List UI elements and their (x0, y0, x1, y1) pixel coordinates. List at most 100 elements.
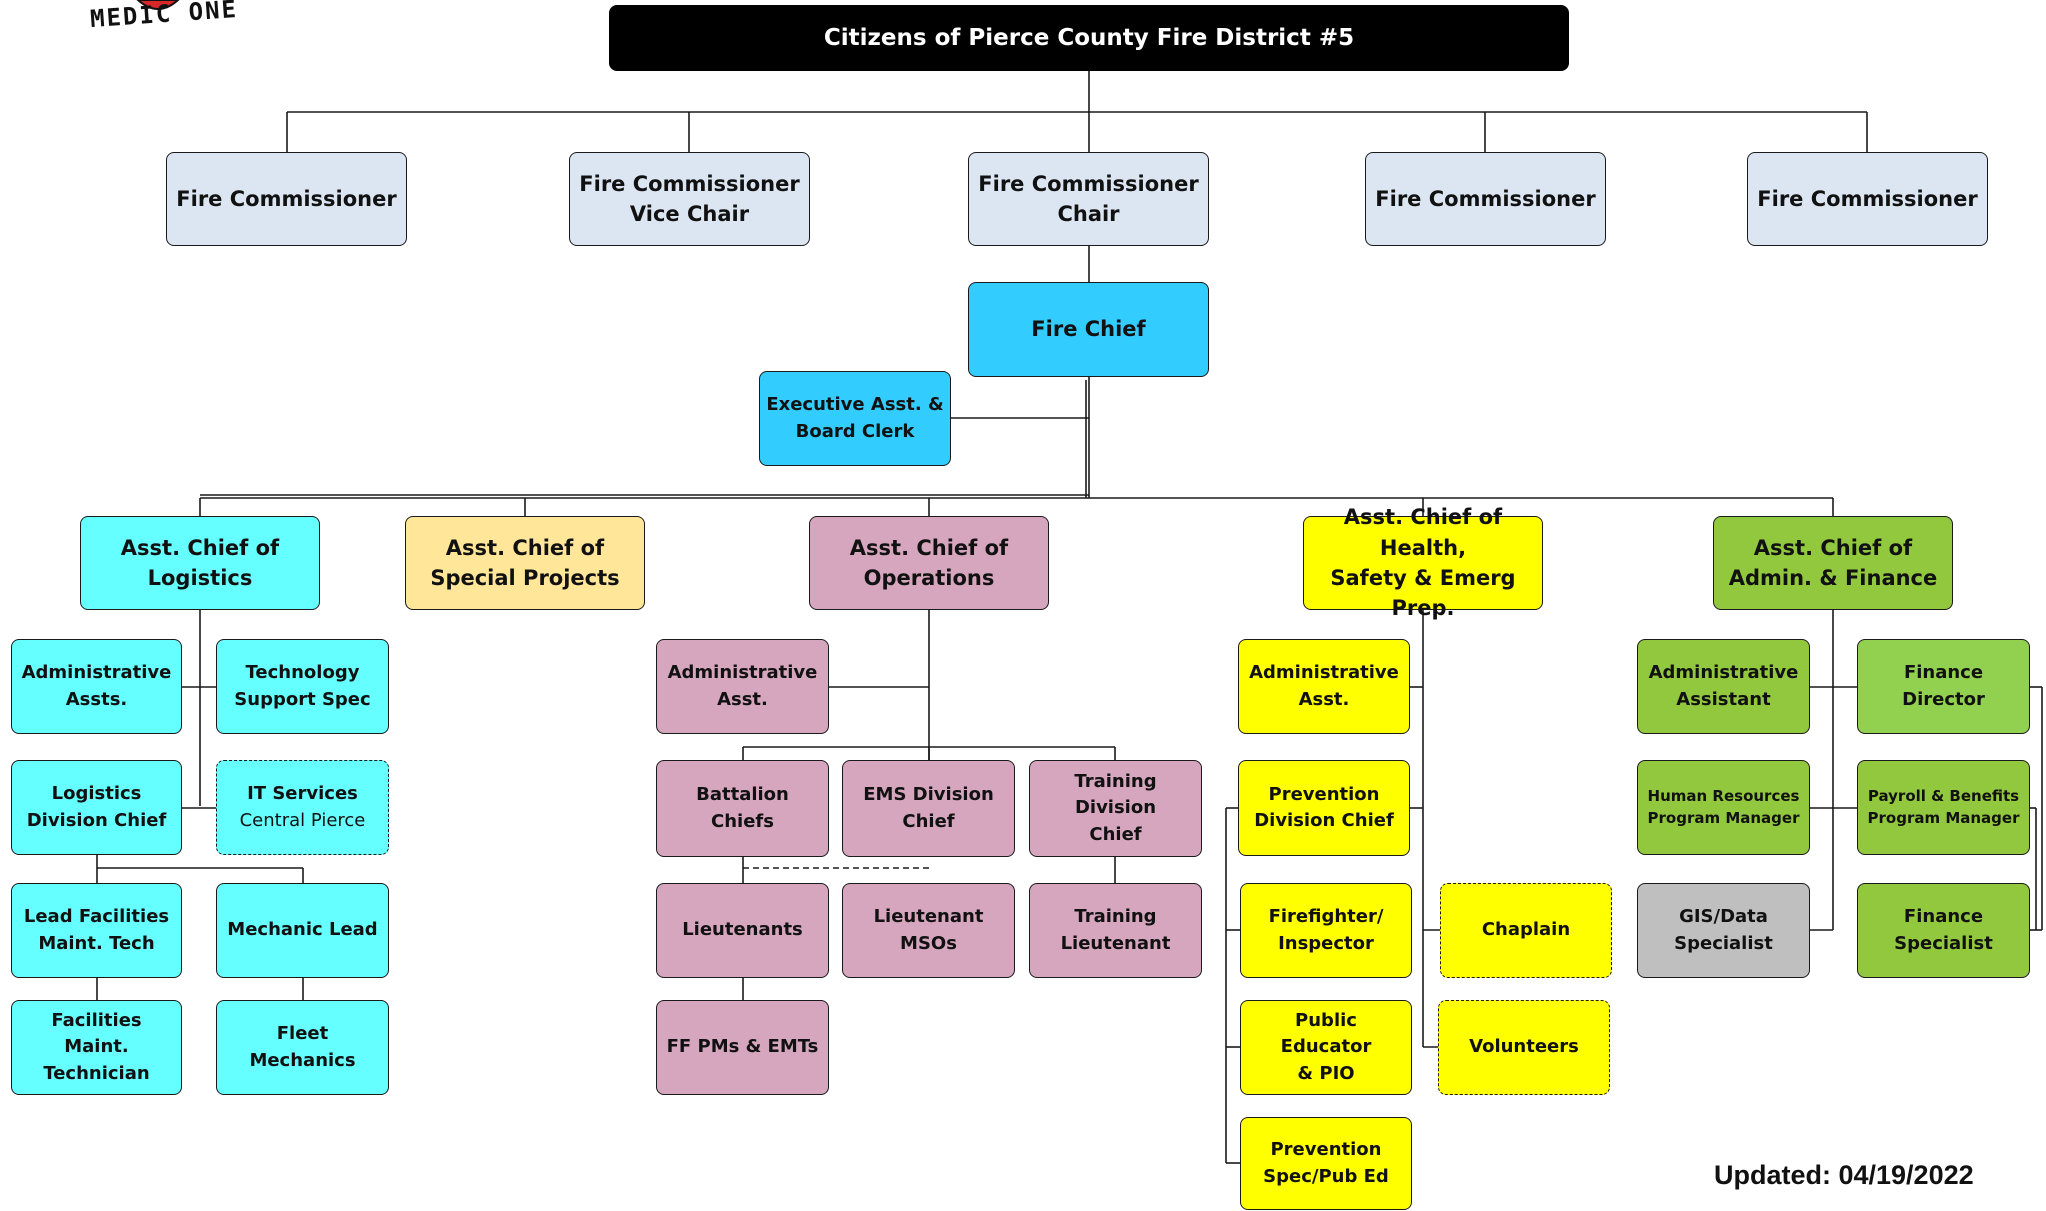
node-battalion-chiefs: Battalion Chiefs (656, 760, 829, 857)
medic-one-logo: MEDIC ONE (28, 0, 263, 55)
chart-title: Citizens of Pierce County Fire District … (609, 5, 1569, 71)
node-label-line1: Technology (245, 662, 360, 684)
logo-emblem-icon (136, 0, 180, 10)
node-label-line1: Finance (1903, 906, 1984, 928)
node-label-line2: Admin. & Finance (1728, 566, 1938, 590)
node-label: Fire Commissioner (1757, 186, 1978, 211)
node-label-line1: Asst. Chief of (849, 535, 1009, 560)
node-label-line2: Operations (863, 566, 995, 590)
node-label-line1: Administrative (1249, 662, 1399, 684)
node-label-line1: Prevention (1268, 783, 1380, 805)
node-label-line1: Asst. Chief of Health, (1343, 505, 1503, 560)
node-label: Fire Commissioner (1375, 186, 1596, 211)
node-label: Battalion Chiefs (696, 784, 789, 832)
node-fire-commissioner-5: Fire Commissioner (1747, 152, 1988, 246)
node-volunteers: Volunteers (1438, 1000, 1610, 1095)
node-label-line1: Asst. Chief of (445, 535, 605, 560)
node-asst-chief-health-safety: Asst. Chief of Health,Safety & Emerg Pre… (1303, 505, 1543, 620)
node-lieutenants: Lieutenants (656, 883, 829, 978)
node-label: Volunteers (1469, 1036, 1579, 1058)
node-label-line2: Asst. (717, 688, 768, 710)
node-fire-chief: Fire Chief (968, 282, 1209, 377)
node-asst-chief-admin-finance: Asst. Chief of Admin. & Finance (1713, 516, 1953, 610)
node-label: Mechanic Lead (227, 919, 378, 941)
node-label-line1: Public Educator (1280, 1010, 1372, 1058)
node-label-line2: Assistant (1676, 688, 1771, 710)
node-label-line1: Prevention (1270, 1139, 1382, 1161)
node-label-line2: Program Manager (1867, 808, 2020, 827)
node-label-line1: Firefighter/ (1268, 906, 1384, 928)
node-label-line1: Lieutenant (873, 906, 984, 928)
node-chaplain: Chaplain (1440, 883, 1612, 978)
node-label: FF PMs & EMTs (666, 1036, 819, 1058)
node-asst-chief-operations: Asst. Chief of Operations (809, 516, 1049, 610)
node-label-line2: Division Chief (1254, 810, 1394, 831)
node-label: Finance Director (1902, 662, 1985, 710)
node-facilities-maint-technician: Facilities Maint. Technician (11, 1000, 182, 1095)
node-label-line1: Facilities Maint. (51, 1010, 142, 1058)
node-label-line1: EMS Division (863, 784, 994, 806)
node-label-line1: Asst. Chief of (1753, 535, 1913, 560)
node-label-line2: Central Pierce (239, 809, 366, 831)
node-label-line2: Program Manager (1647, 808, 1800, 827)
node-label: Chaplain (1481, 919, 1571, 941)
node-label-line1: Training Division (1074, 771, 1157, 819)
node-label-line2: Spec/Pub Ed (1263, 1165, 1389, 1187)
node-label-line1: Lead Facilities (23, 906, 170, 928)
node-label-line2: Chief (1089, 823, 1142, 845)
node-label-line1: Administrative (667, 662, 818, 684)
node-label-line2: Asst. (1298, 688, 1350, 710)
node-executive-asst-board-clerk: Executive Asst. &Board Clerk (759, 371, 951, 466)
node-label-line2: Division Chief (26, 809, 167, 831)
node-fire-commissioner-1: Fire Commissioner (166, 152, 407, 246)
node-label-line2: Lieutenant (1060, 932, 1171, 954)
node-label-line2: Chair (1057, 202, 1120, 226)
node-firefighter-inspector: Firefighter/Inspector (1240, 883, 1412, 978)
node-label: Lieutenants (682, 919, 803, 941)
node-label-line1: GIS/Data (1679, 906, 1768, 928)
node-label-line1: Logistics (51, 783, 142, 805)
node-label-line2: Inspector (1278, 932, 1374, 954)
node-label: Fire Commissioner (176, 186, 397, 211)
node-label-line1: Fire Commissioner (579, 171, 800, 196)
node-label-line2: Technician (43, 1062, 150, 1084)
node-label-line1: Human Resources (1647, 786, 1800, 805)
node-label-line2: MSOs (900, 932, 957, 954)
node-label: Fleet Mechanics (249, 1023, 356, 1071)
node-label-line2: Logistics (147, 566, 253, 590)
node-fire-commissioner-4: Fire Commissioner (1365, 152, 1606, 246)
node-label-line1: Executive Asst. & (766, 394, 944, 416)
node-label-line2: Support Spec (234, 688, 371, 710)
node-label-line2: Chief (902, 810, 955, 832)
node-finance-director: Finance Director (1857, 639, 2030, 734)
node-label-line2: Assts. (65, 688, 128, 710)
node-label-line2: & PIO (1297, 1062, 1355, 1084)
node-label-line2: Vice Chair (629, 202, 750, 226)
node-label-line1: Fire Commissioner (978, 171, 1199, 196)
node-mechanic-lead: Mechanic Lead (216, 883, 389, 978)
node-ff-pms-emts: FF PMs & EMTs (656, 1000, 829, 1095)
